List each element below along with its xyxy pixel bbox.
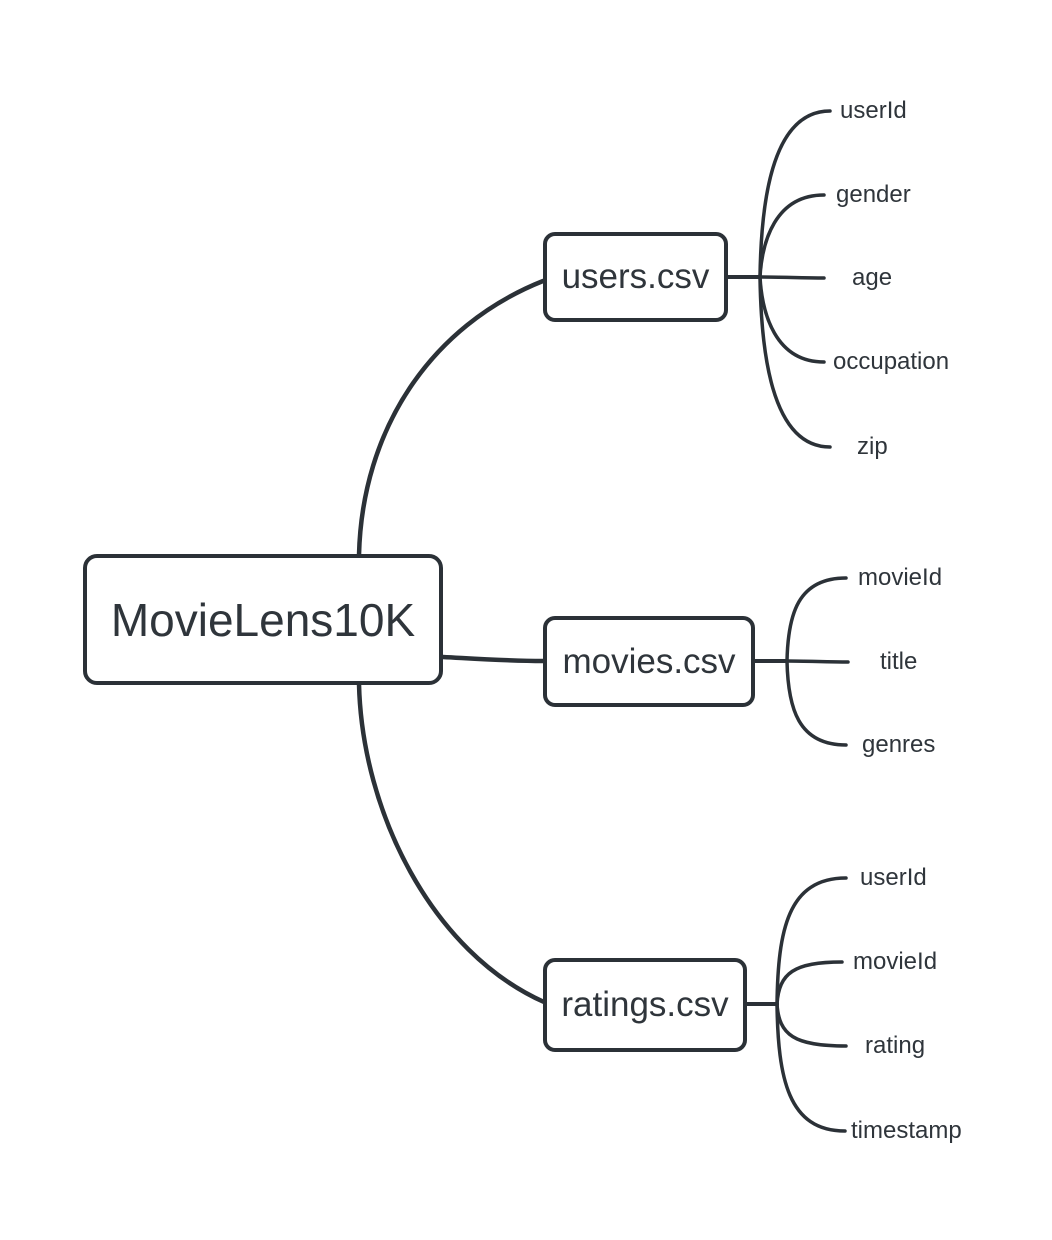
leaf-users-zip: zip [857, 433, 888, 460]
edge-ratings-userid [775, 876, 848, 1006]
leaf-users-gender: gender [836, 181, 911, 208]
leaf-movies-movieid: movieId [858, 564, 943, 591]
edge-users-age [758, 275, 826, 280]
leaf-ratings-timestamp: timestamp [851, 1117, 962, 1144]
node-movies-csv: movies.csv [543, 616, 755, 707]
node-movies-csv-label: movies.csv [562, 641, 736, 681]
node-ratings-csv: ratings.csv [543, 958, 747, 1052]
edge-ratings-movieid [775, 960, 844, 1006]
edge-movies-title [785, 659, 850, 664]
leaf-ratings-userid: userId [860, 864, 927, 891]
node-users-csv: users.csv [543, 232, 728, 322]
leaf-users-occupation: occupation [833, 348, 950, 375]
leaf-movies-genres: genres [862, 731, 936, 758]
node-movielens10k: MovieLens10K [83, 554, 443, 685]
edge-root-movies [440, 654, 546, 664]
edge-users-userid [758, 109, 832, 279]
edge-movies-genres [785, 659, 848, 747]
edge-users-zip [758, 275, 832, 449]
edge-ratings-timestamp [775, 1002, 847, 1133]
leaf-movies-title: title [880, 648, 918, 675]
leaf-users-userid: userId [840, 97, 907, 124]
leaf-ratings-movieid: movieId [853, 948, 938, 975]
edge-users-gender [758, 193, 826, 279]
node-movielens10k-label: MovieLens10K [110, 593, 416, 646]
edge-users-occupation [758, 275, 826, 364]
edge-movies-movieid [785, 576, 848, 663]
leaf-users-age: age [852, 264, 893, 291]
edge-root-ratings [356, 681, 547, 1005]
node-ratings-csv-label: ratings.csv [561, 985, 729, 1024]
leaf-ratings-rating: rating [865, 1032, 926, 1059]
edge-root-users [356, 278, 546, 558]
node-users-csv-label: users.csv [561, 257, 710, 296]
edge-ratings-rating [775, 1002, 848, 1048]
